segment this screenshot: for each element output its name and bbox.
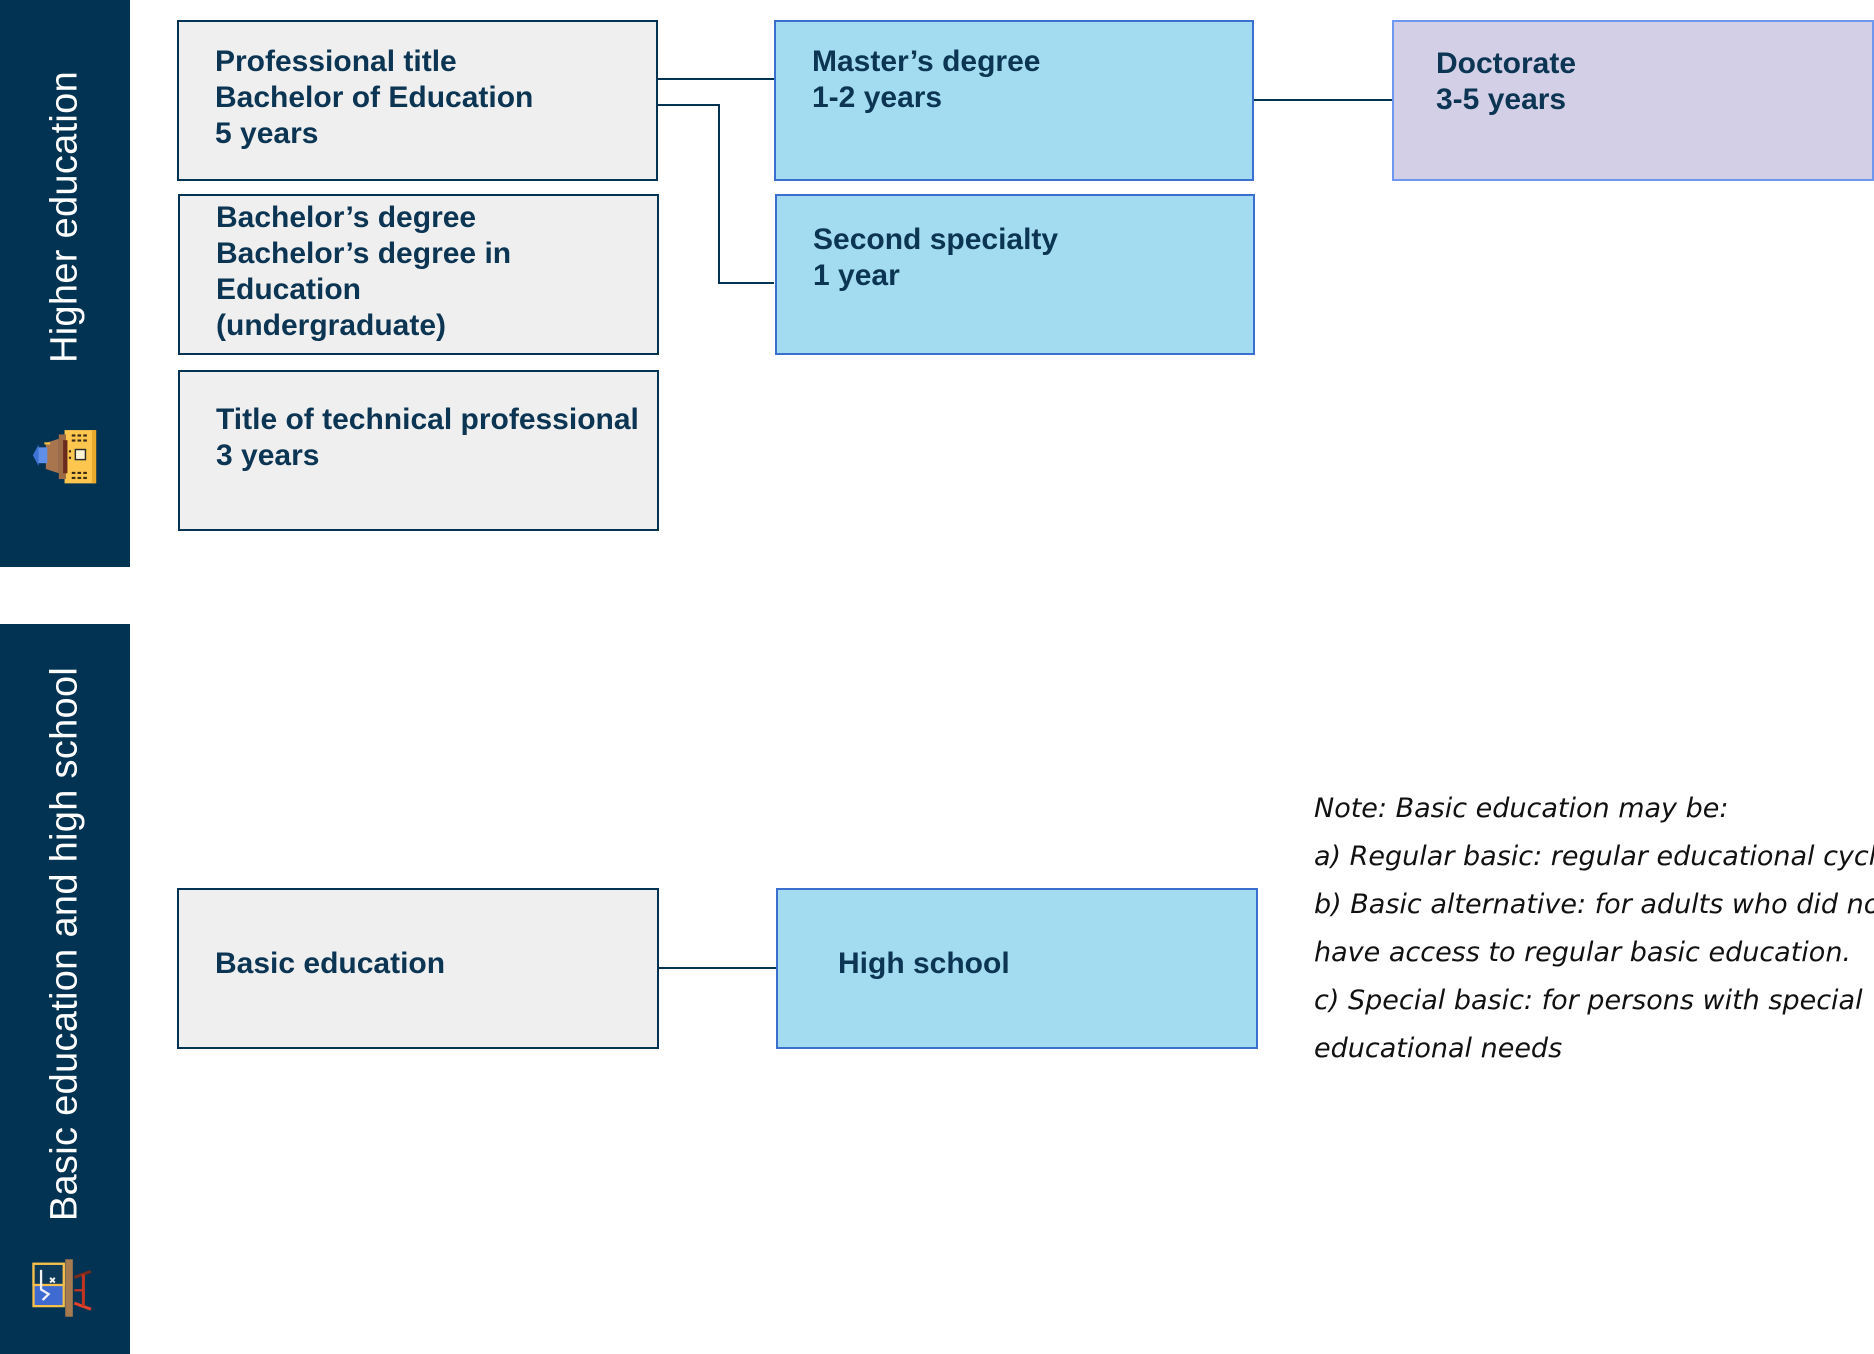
- box-line: 3 years: [216, 439, 320, 472]
- section-label-higher-education: Higher education: [43, 70, 86, 364]
- connector-professional-to-second-b: [718, 104, 720, 284]
- connector-masters-to-doctorate: [1254, 99, 1392, 101]
- box-line: 5 years: [215, 117, 319, 150]
- note-line: educational needs: [1314, 1033, 1563, 1064]
- box-line: Second specialty: [813, 223, 1059, 256]
- connector-professional-to-second-a: [658, 104, 720, 106]
- svg-text:✖: ✖: [49, 1276, 57, 1286]
- connector-professional-to-second-c: [718, 282, 774, 284]
- chalkboard-easel-icon: ✖: [32, 1257, 100, 1324]
- box-doctorate: Doctorate 3-5 years: [1392, 20, 1874, 181]
- box-line: 3-5 years: [1436, 83, 1567, 116]
- box-line: (undergraduate): [216, 309, 447, 342]
- box-basic-education: Basic education: [177, 888, 659, 1049]
- university-building-icon: [30, 420, 102, 497]
- sidebar-basic-education: Basic education and high school ✖: [0, 624, 130, 1354]
- note-line: b) Basic alternative: for adults who did…: [1314, 889, 1874, 920]
- box-line: Bachelor’s degree: [216, 201, 477, 234]
- box-line: Master’s degree: [812, 45, 1041, 78]
- box-line: Doctorate: [1436, 47, 1577, 80]
- box-high-school: High school: [776, 888, 1258, 1049]
- note-line: c) Special basic: for persons with speci…: [1314, 985, 1863, 1016]
- box-bachelors-degree: Bachelor’s degree Bachelor’s degree in E…: [178, 194, 659, 355]
- box-line: High school: [838, 947, 1010, 980]
- connector-basic-to-highschool: [658, 967, 776, 969]
- connector-professional-to-masters: [658, 78, 774, 80]
- box-line: 1 year: [813, 259, 900, 292]
- box-professional-title: Professional title Bachelor of Education…: [177, 20, 658, 181]
- box-line: 1-2 years: [812, 81, 943, 114]
- box-line: Bachelor of Education: [215, 81, 534, 114]
- box-line: Professional title: [215, 45, 457, 78]
- sidebar-higher-education: Higher education: [0, 0, 130, 567]
- box-technical-professional: Title of technical professional 3 years: [178, 370, 659, 531]
- basic-education-note: Note: Basic education may be: a) Regular…: [1314, 785, 1874, 1073]
- note-line: a) Regular basic: regular educational cy…: [1314, 841, 1874, 872]
- box-line: Bachelor’s degree in: [216, 237, 512, 270]
- box-line: Basic education: [215, 947, 446, 980]
- box-masters-degree: Master’s degree 1-2 years: [774, 20, 1254, 181]
- box-second-specialty: Second specialty 1 year: [775, 194, 1255, 355]
- note-line: have access to regular basic education.: [1314, 937, 1852, 968]
- section-label-basic-education: Basic education and high school: [43, 666, 86, 1222]
- note-line: Note: Basic education may be:: [1314, 793, 1729, 824]
- box-line: Title of technical professional: [216, 403, 639, 436]
- box-line: Education: [216, 273, 362, 306]
